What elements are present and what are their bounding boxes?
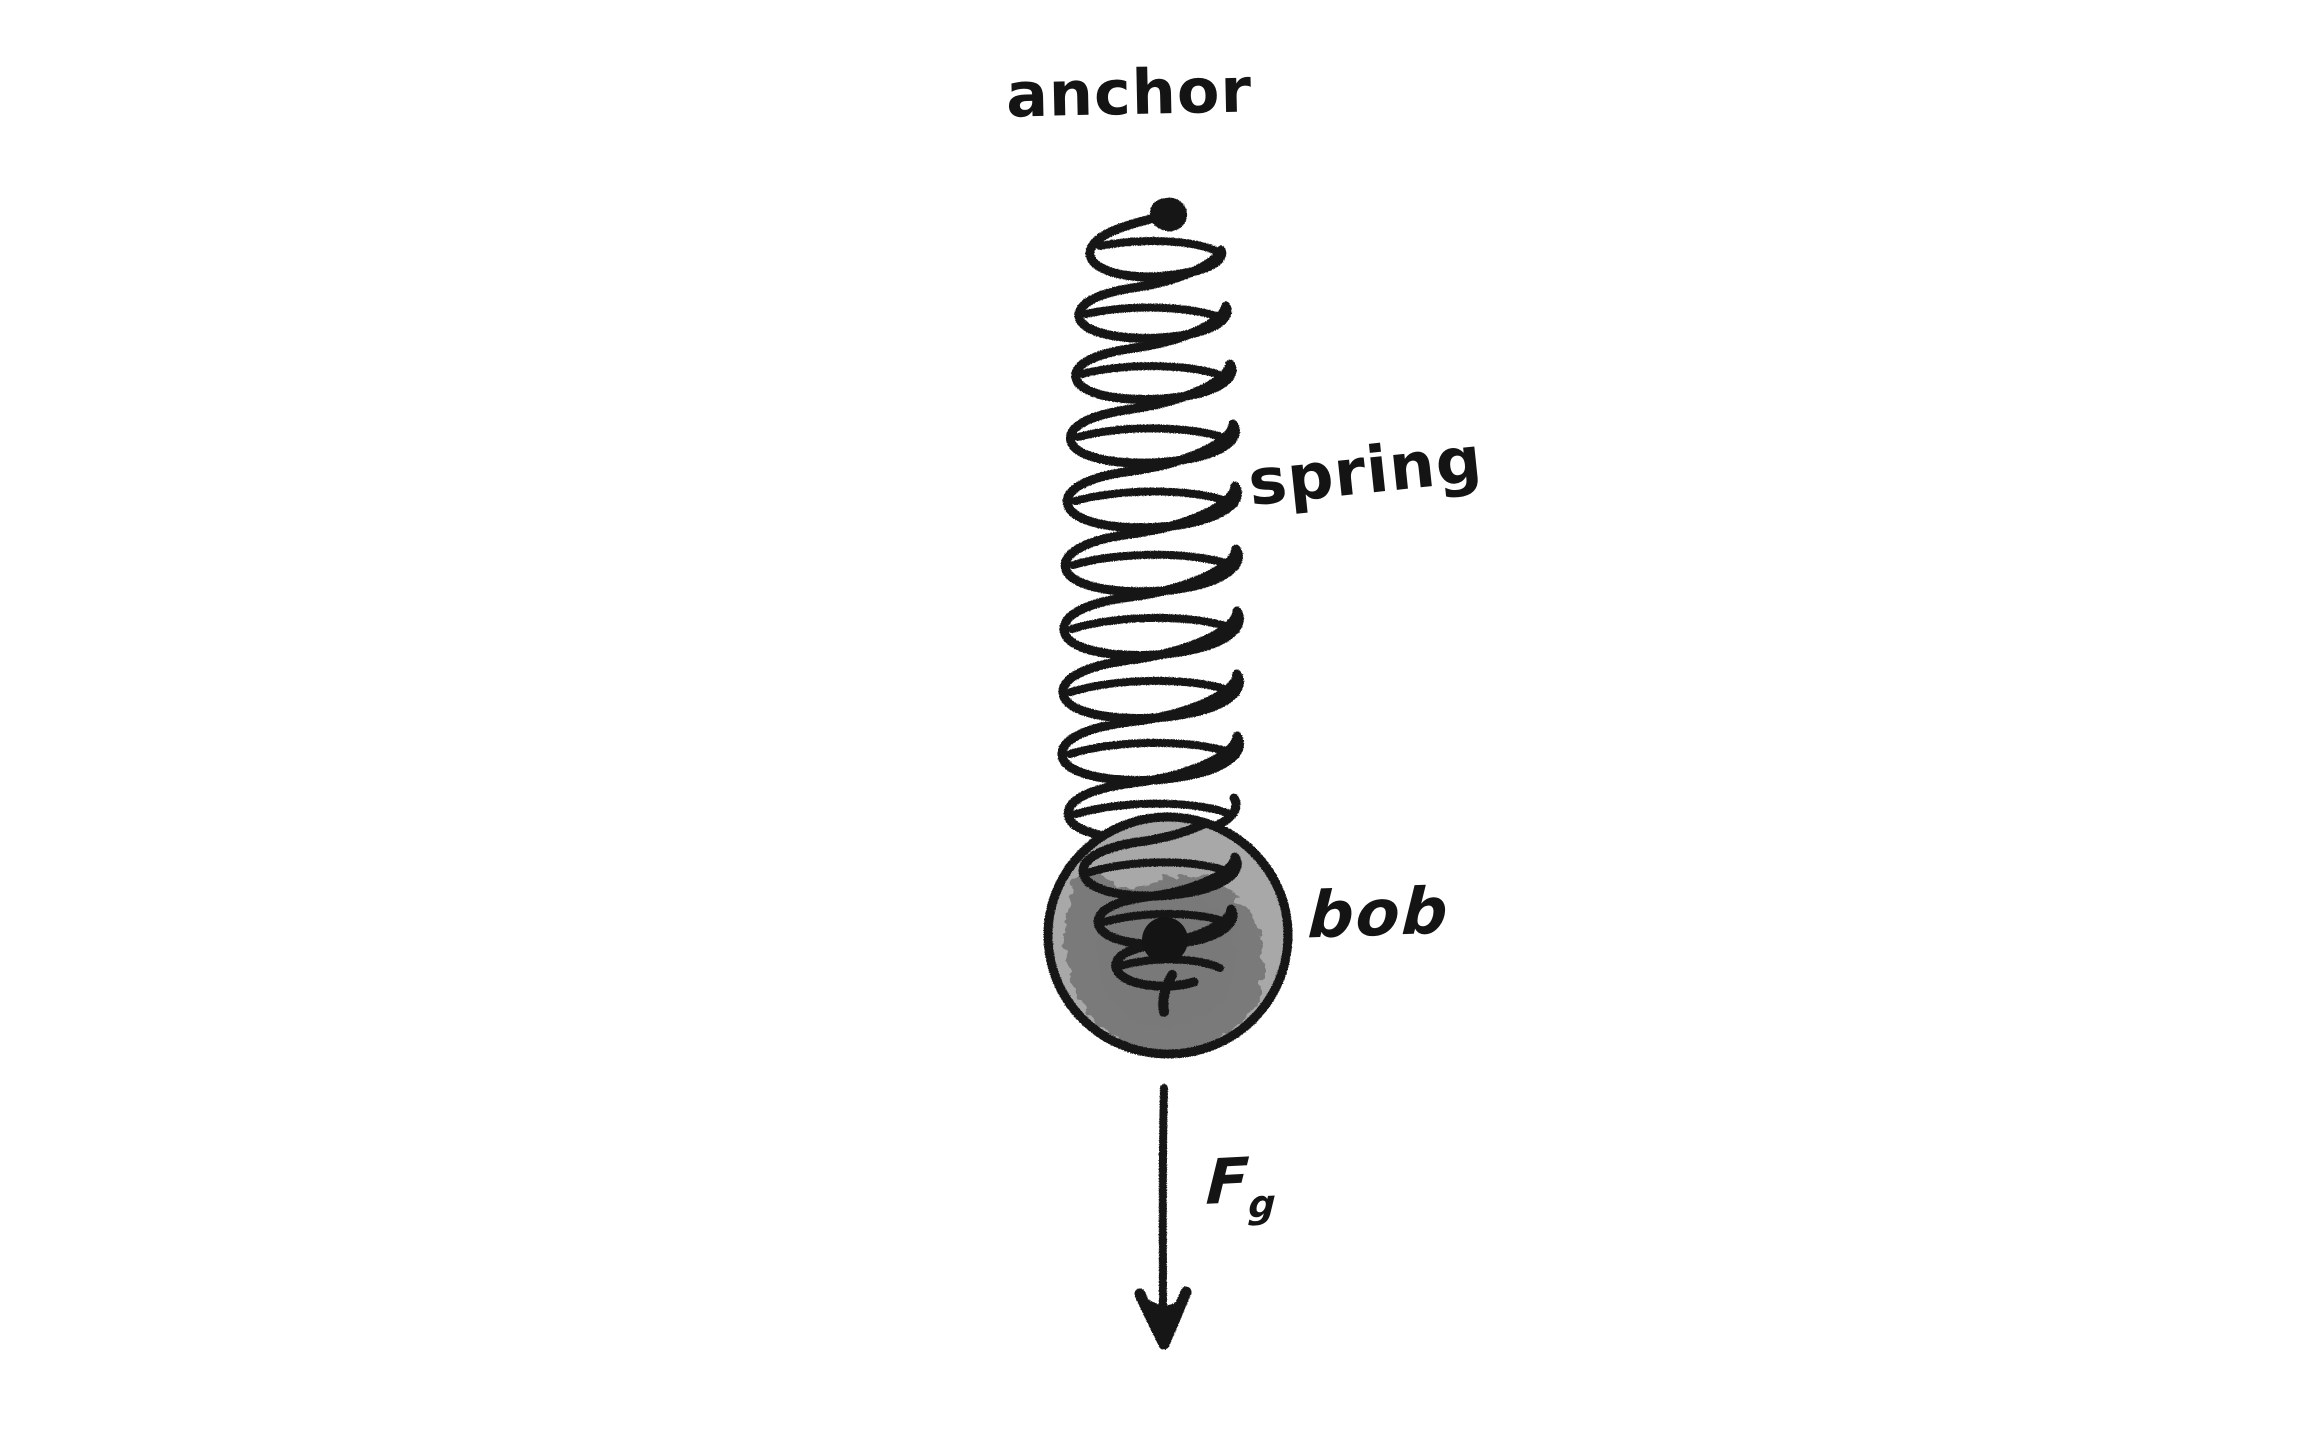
anchor-point (1149, 197, 1188, 232)
gravity-force-label: Fg (1204, 1143, 1278, 1227)
bob-outline (1043, 812, 1293, 1059)
force-subscript: g (1247, 1181, 1277, 1227)
spring-coil (1057, 211, 1244, 844)
anchor-label: anchor (1005, 53, 1253, 132)
gravity-force-arrow (1134, 1084, 1192, 1350)
bob-center-dot (1142, 917, 1188, 963)
bob-label: bob (1306, 874, 1452, 954)
bob (1043, 812, 1293, 1059)
force-symbol: F (1204, 1143, 1251, 1219)
